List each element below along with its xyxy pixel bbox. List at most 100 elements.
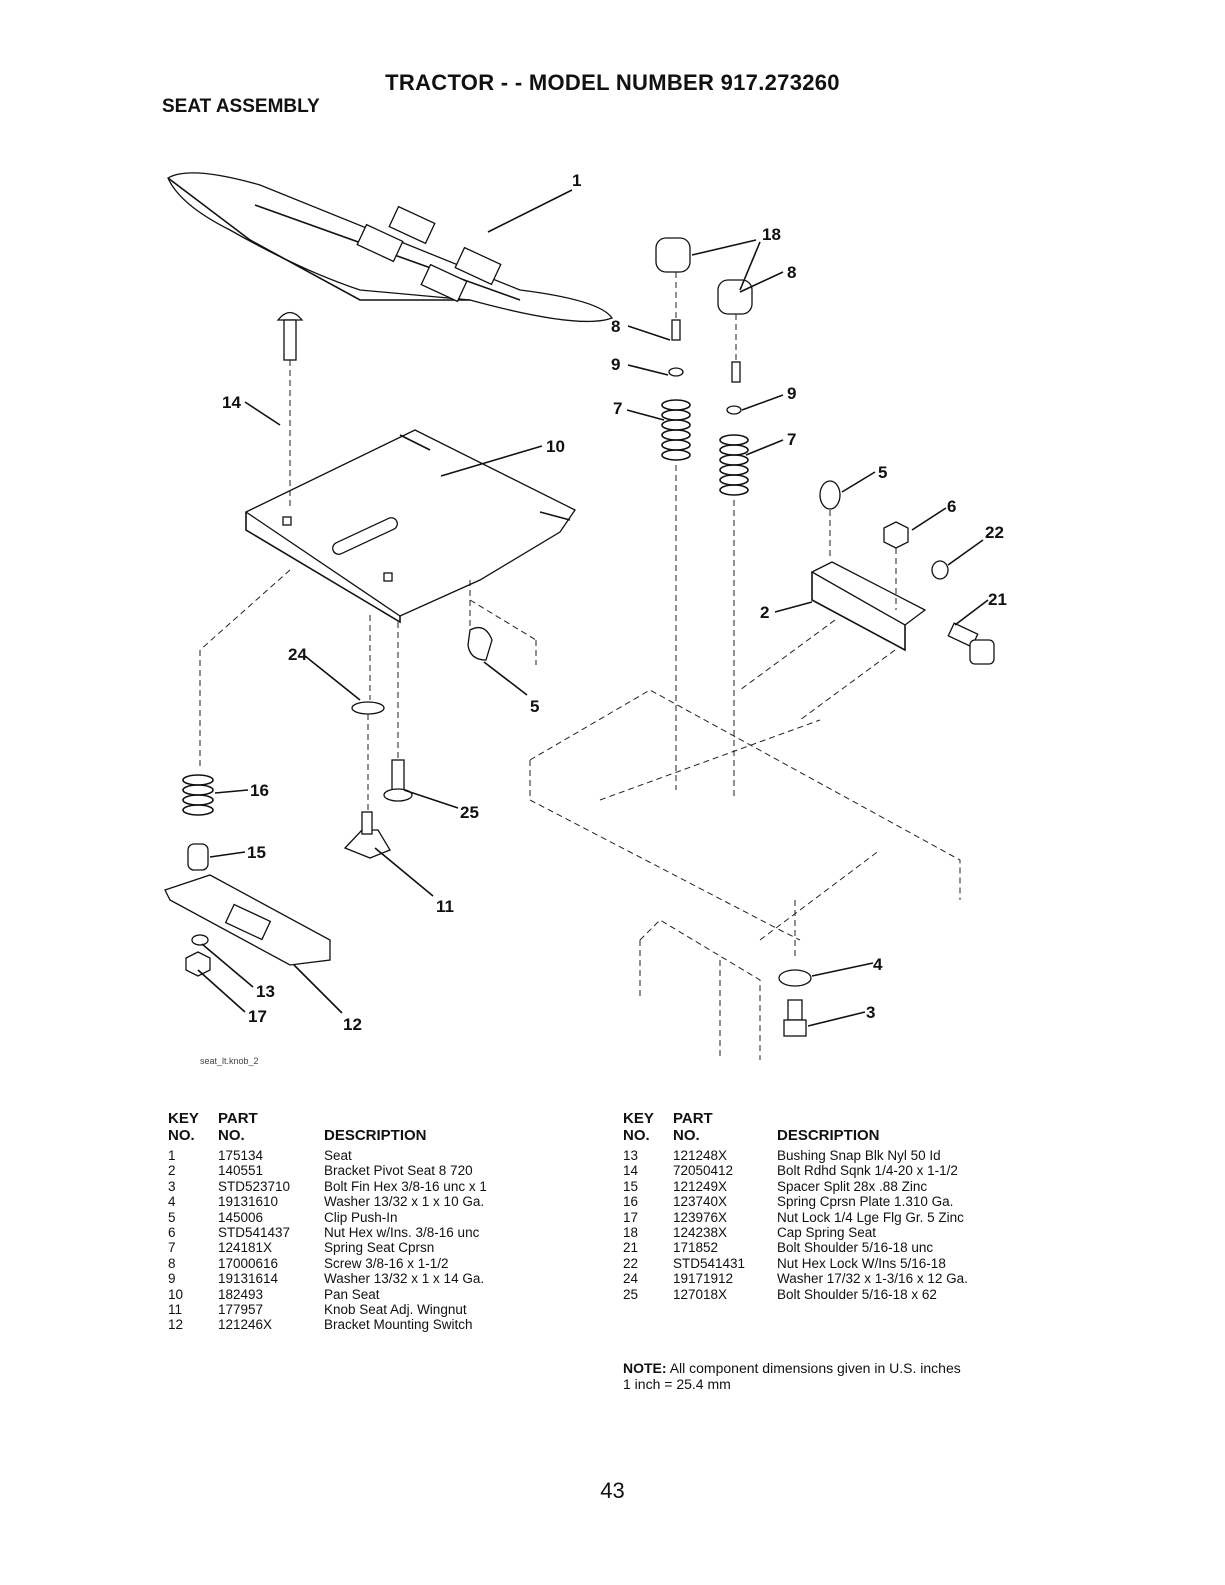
description-cell: Bracket Pivot Seat 8 720 bbox=[324, 1163, 473, 1179]
description-cell: Cap Spring Seat bbox=[777, 1225, 877, 1241]
part-no-cell: 123976X bbox=[673, 1209, 728, 1225]
note-text: All component dimensions given in U.S. i… bbox=[669, 1360, 961, 1376]
part-no-cell: 175134 bbox=[218, 1148, 264, 1163]
page-number: 43 bbox=[600, 1478, 625, 1503]
description-cell: Screw 3/8-16 x 1-1/2 bbox=[324, 1255, 449, 1271]
key-no-cell: 22 bbox=[623, 1255, 639, 1271]
key-no-cell: 21 bbox=[623, 1240, 639, 1256]
spring-column-right bbox=[717, 279, 753, 800]
table-header-row-1: KEY PART bbox=[623, 1110, 1053, 1127]
pivot-bracket-part bbox=[739, 480, 995, 721]
part-no-cell: STD523710 bbox=[218, 1178, 291, 1194]
header-part-no: NO. bbox=[673, 1127, 700, 1144]
part-no-cell: 19131610 bbox=[218, 1194, 279, 1210]
section-title: SEAT ASSEMBLY bbox=[162, 96, 320, 117]
part-no-cell: 177957 bbox=[218, 1302, 264, 1318]
callout-17: 17 bbox=[248, 1007, 267, 1026]
callout-25: 25 bbox=[460, 803, 479, 822]
note-label: NOTE: bbox=[623, 1360, 667, 1376]
description-cell: Knob Seat Adj. Wingnut bbox=[324, 1302, 467, 1318]
description-cell: Washer 13/32 x 1 x 14 Ga. bbox=[324, 1271, 485, 1287]
key-no-cell: 7 bbox=[168, 1240, 176, 1256]
header-part: PART bbox=[218, 1110, 258, 1127]
table-row: 12 121246X Bracket Mounting Switch bbox=[168, 1317, 558, 1332]
key-no-cell: 16 bbox=[623, 1194, 639, 1210]
description-cell: Washer 17/32 x 1-3/16 x 12 Ga. bbox=[777, 1271, 968, 1287]
diagram-code: seat_lt.knob_2 bbox=[200, 1056, 259, 1066]
key-no-cell: 13 bbox=[623, 1148, 639, 1163]
part-no-cell: 121248X bbox=[673, 1148, 728, 1163]
key-no-cell: 9 bbox=[168, 1271, 176, 1287]
callout-24: 24 bbox=[288, 645, 307, 664]
callout-6: 6 bbox=[947, 497, 956, 516]
callout-18: 18 bbox=[762, 225, 781, 244]
key-no-cell: 6 bbox=[168, 1225, 176, 1241]
callout-9: 9 bbox=[611, 355, 620, 374]
key-no-cell: 18 bbox=[623, 1225, 639, 1241]
header-key: KEY bbox=[623, 1110, 654, 1127]
description-cell: Bolt Shoulder 5/16-18 x 62 bbox=[777, 1286, 937, 1302]
callout-2: 2 bbox=[760, 603, 769, 622]
seat-assembly-diagram: 1 18 8 9 7 8 9 7 14 10 5 6 22 2 21 24 5 … bbox=[164, 171, 1007, 1066]
header-key-no: NO. bbox=[623, 1127, 650, 1144]
spring-column-left bbox=[655, 237, 691, 790]
callout-labels: 1 18 8 9 7 8 9 7 14 10 5 6 22 2 21 24 5 … bbox=[200, 171, 1007, 1066]
description-cell: Bracket Mounting Switch bbox=[324, 1317, 473, 1333]
callout-12: 12 bbox=[343, 1015, 362, 1034]
part-no-cell: 182493 bbox=[218, 1286, 264, 1302]
seat-pan-part bbox=[244, 429, 576, 624]
seat-part bbox=[167, 172, 613, 323]
table-row: 21 171852 Bolt Shoulder 5/16-18 unc bbox=[623, 1240, 1053, 1255]
callout-14: 14 bbox=[222, 393, 241, 412]
description-cell: Nut Lock 1/4 Lge Flg Gr. 5 Zinc bbox=[777, 1209, 964, 1225]
callout-7b: 7 bbox=[787, 430, 796, 449]
key-no-cell: 10 bbox=[168, 1286, 184, 1302]
key-no-cell: 11 bbox=[168, 1302, 183, 1318]
header-key-no: NO. bbox=[168, 1127, 195, 1144]
key-no-cell: 24 bbox=[623, 1271, 639, 1287]
part-no-cell: 127018X bbox=[673, 1286, 728, 1302]
key-no-cell: 12 bbox=[168, 1317, 184, 1333]
part-no-cell: 19171912 bbox=[673, 1271, 734, 1287]
part-no-cell: 121246X bbox=[218, 1317, 273, 1333]
part-no-cell: 171852 bbox=[673, 1240, 719, 1256]
note-conversion: 1 inch = 25.4 mm bbox=[623, 1376, 731, 1392]
table-row: 24 19171912 Washer 17/32 x 1-3/16 x 12 Ga. bbox=[623, 1271, 1053, 1286]
key-no-cell: 5 bbox=[168, 1209, 176, 1225]
description-cell: Clip Push-In bbox=[324, 1209, 398, 1225]
header-part: PART bbox=[673, 1110, 713, 1127]
key-no-cell: 14 bbox=[623, 1163, 639, 1179]
table-row: 10 182493 Pan Seat bbox=[168, 1287, 558, 1302]
description-cell: Bolt Shoulder 5/16-18 unc bbox=[777, 1240, 934, 1256]
part-no-cell: 72050412 bbox=[673, 1163, 734, 1179]
part-no-cell: 123740X bbox=[673, 1194, 728, 1210]
callout-15: 15 bbox=[247, 843, 266, 862]
tractor-frame bbox=[529, 689, 961, 1060]
part-no-cell: STD541437 bbox=[218, 1225, 291, 1241]
callout-4: 4 bbox=[873, 955, 883, 974]
header-description: DESCRIPTION bbox=[777, 1127, 880, 1144]
description-cell: Nut Hex Lock W/Ins 5/16-18 bbox=[777, 1255, 946, 1271]
part-no-cell: 17000616 bbox=[218, 1255, 279, 1271]
callout-10: 10 bbox=[546, 437, 565, 456]
bottom-hardware bbox=[778, 900, 812, 1037]
description-cell: Spring Cprsn Plate 1.310 Ga. bbox=[777, 1194, 954, 1210]
table-header-row-1: KEY PART bbox=[168, 1110, 558, 1127]
description-cell: Pan Seat bbox=[324, 1286, 380, 1302]
description-cell: Seat bbox=[324, 1148, 352, 1163]
callout-5: 5 bbox=[878, 463, 887, 482]
table-row: 16 123740X Spring Cprsn Plate 1.310 Ga. bbox=[623, 1194, 1053, 1209]
